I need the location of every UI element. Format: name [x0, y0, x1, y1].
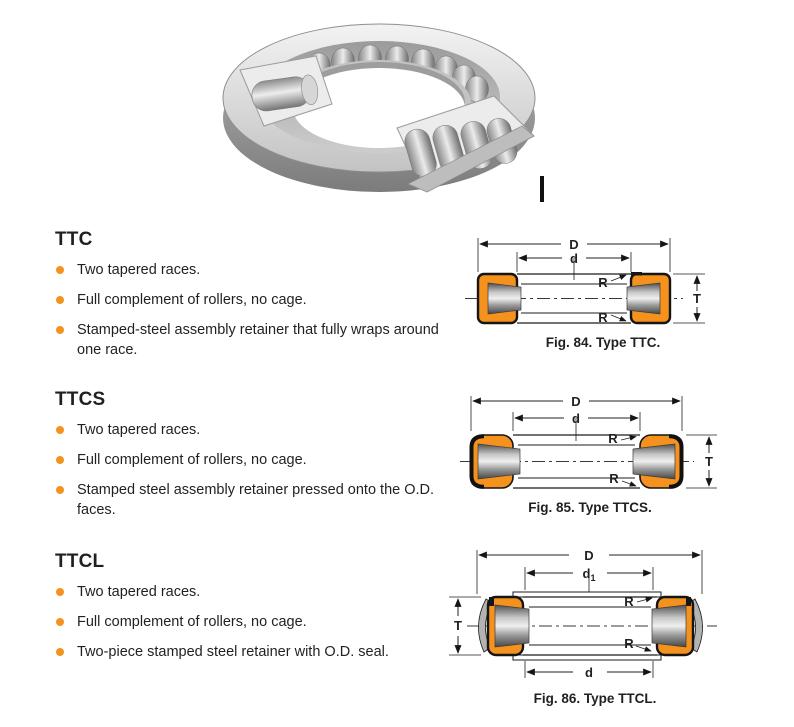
- figure-ttcs: D d: [450, 395, 730, 515]
- seal-clamp-left: [489, 597, 494, 606]
- dimension-R-bottom: R: [609, 471, 637, 487]
- bullet-dot: [56, 426, 64, 434]
- bearing-cutaway-image: [222, 23, 536, 193]
- label-T: T: [454, 618, 462, 633]
- dimension-d-bottom: d: [524, 661, 654, 680]
- cross-section-ttcl: D d1: [449, 548, 717, 680]
- list-item: Two tapered races.: [55, 420, 449, 440]
- retainer-tab: [631, 272, 642, 276]
- bearing-section: [467, 591, 717, 661]
- bullet-text: Stamped-steel assembly retainer that ful…: [77, 322, 439, 358]
- feature-list: Two tapered races. Full complement of ro…: [55, 582, 449, 662]
- bullet-text: Full complement of rollers, no cage.: [77, 452, 307, 468]
- label-R: R: [608, 431, 618, 446]
- roller-left: [487, 282, 522, 315]
- dimension-d: d: [512, 411, 641, 431]
- list-item: Stamped steel assembly retainer pressed …: [55, 480, 449, 520]
- roller-right: [632, 443, 676, 480]
- figure-caption: Fig. 86. Type TTCL.: [533, 691, 657, 706]
- figure-ttc: D d: [455, 230, 717, 350]
- dimension-R-top: R: [624, 594, 653, 609]
- section-ttcl: TTCL Two tapered races. Full complement …: [55, 551, 449, 672]
- retainer-band-left: [469, 434, 485, 489]
- dimension-R-top: R: [598, 274, 627, 290]
- label-d: d: [585, 665, 593, 680]
- bullet-dot: [56, 486, 64, 494]
- label-R: R: [624, 636, 634, 651]
- list-item: Two tapered races.: [55, 582, 449, 602]
- bullet-text: Two tapered races.: [77, 584, 201, 600]
- figure-ttcl: D d1: [445, 548, 745, 706]
- figure-caption: Fig. 84. Type TTC.: [545, 335, 661, 350]
- dimension-T: T: [686, 434, 717, 489]
- bullet-text: Full complement of rollers, no cage.: [77, 614, 307, 630]
- bullet-dot: [56, 296, 64, 304]
- bullet-text: Two tapered races.: [77, 262, 201, 278]
- feature-list: Two tapered races. Full complement of ro…: [55, 420, 449, 520]
- roller-left: [477, 443, 521, 480]
- seal-clamp-right: [686, 597, 691, 606]
- section-heading: TTCS: [55, 389, 106, 410]
- bullet-dot: [56, 588, 64, 596]
- list-item: Two tapered races.: [55, 260, 449, 280]
- dimension-R-top: R: [608, 431, 637, 446]
- bullet-text: Stamped steel assembly retainer pressed …: [77, 482, 435, 518]
- roller-right: [626, 282, 661, 315]
- label-T: T: [693, 291, 701, 306]
- section-heading: TTC: [55, 229, 93, 250]
- list-item: Full complement of rollers, no cage.: [55, 290, 449, 310]
- label-D: D: [571, 395, 580, 409]
- label-R: R: [609, 471, 619, 486]
- bullet-text: Two tapered races.: [77, 422, 201, 438]
- feature-list: Two tapered races. Full complement of ro…: [55, 260, 449, 360]
- section-heading: TTCL: [55, 551, 105, 572]
- dimension-D: D: [477, 237, 671, 272]
- bullet-text: Two-piece stamped steel retainer with O.…: [77, 644, 389, 660]
- bearing-illustration: [212, 8, 546, 211]
- bearing-left-cutaway: [239, 55, 333, 127]
- cross-section-ttc: D d: [465, 237, 705, 325]
- label-R: R: [598, 310, 608, 325]
- retainer-band-right: [668, 434, 684, 489]
- roller-left: [494, 604, 530, 648]
- bullet-dot: [56, 456, 64, 464]
- dimension-T: T: [449, 596, 481, 656]
- section-ttc: TTC Two tapered races. Full complement o…: [55, 229, 449, 370]
- label-D: D: [584, 548, 593, 563]
- bullet-text: Full complement of rollers, no cage.: [77, 292, 307, 308]
- figure-caption: Fig. 85. Type TTCS.: [528, 500, 652, 515]
- label-D: D: [569, 237, 578, 252]
- list-item: Stamped-steel assembly retainer that ful…: [55, 320, 449, 360]
- tick-mark: [540, 176, 544, 202]
- label-R: R: [624, 594, 634, 609]
- dimension-D: D: [470, 395, 683, 431]
- dimension-R-bottom: R: [624, 636, 652, 652]
- dimension-R-bottom: R: [598, 310, 627, 325]
- label-T: T: [705, 454, 713, 469]
- section-ttcs: TTCS Two tapered races. Full complement …: [55, 389, 449, 530]
- dimension-T: T: [673, 273, 705, 324]
- bullet-dot: [56, 648, 64, 656]
- bearing-section: [460, 434, 694, 489]
- label-d1: d1: [583, 566, 596, 583]
- bearing-front-cutaway: [396, 95, 535, 193]
- bullet-dot: [56, 326, 64, 334]
- retainer-plate-top: [512, 591, 662, 598]
- label-R: R: [598, 275, 608, 290]
- bearing-section: [465, 272, 683, 325]
- roller-right: [651, 604, 687, 648]
- cross-section-ttcs: D d: [460, 395, 717, 489]
- bullet-dot: [56, 618, 64, 626]
- bullet-dot: [56, 266, 64, 274]
- dimension-D: D: [476, 548, 703, 594]
- list-item: Full complement of rollers, no cage.: [55, 612, 449, 632]
- list-item: Two-piece stamped steel retainer with O.…: [55, 642, 449, 662]
- dimension-d1: d1: [524, 566, 654, 590]
- retainer-plate-bottom: [512, 654, 662, 661]
- list-item: Full complement of rollers, no cage.: [55, 450, 449, 470]
